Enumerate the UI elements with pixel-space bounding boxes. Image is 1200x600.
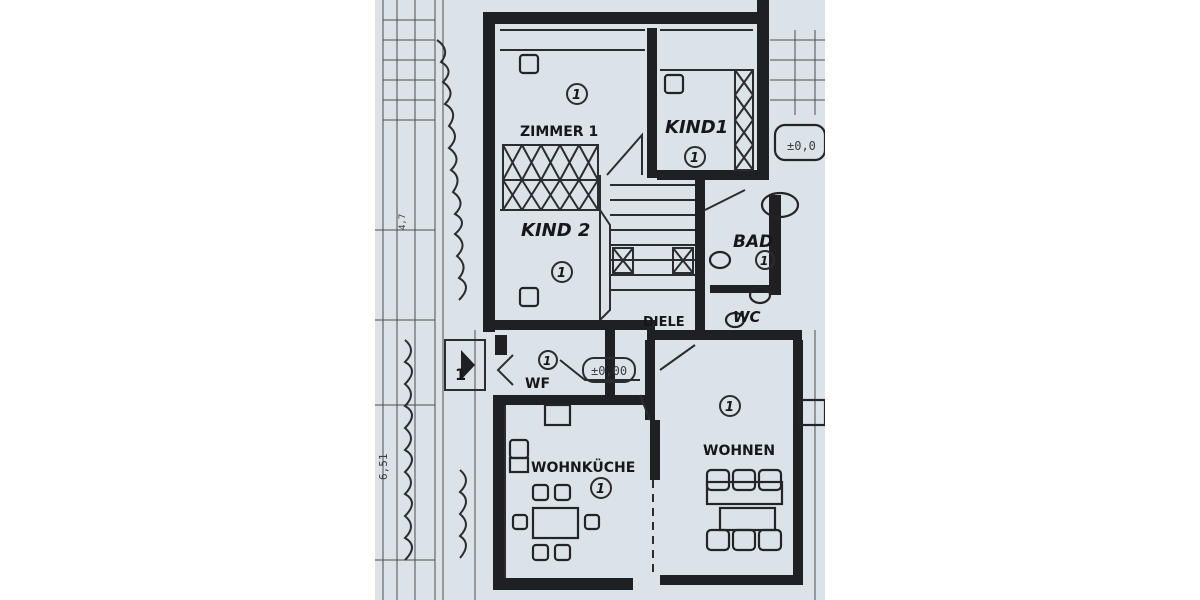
level-marker-mid-box (582, 357, 636, 383)
exterior-right (770, 30, 825, 600)
room-label-diele: DIELE (643, 315, 685, 330)
walls (483, 0, 803, 590)
level-marker-top: ±0,0 (787, 139, 816, 153)
room-label-wc: WC (733, 308, 761, 326)
wardrobes (502, 69, 754, 274)
room-label-bad: BAD (733, 232, 773, 252)
dimension-left: 6,51 (377, 454, 390, 481)
room-label-kind1: KIND1 (665, 117, 728, 138)
room-number-zimmer1: 1 (572, 88, 581, 103)
room-numbers: 1 1 1 1 1 1 1 (538, 83, 775, 499)
furniture (508, 53, 825, 562)
stair-number: 1 (455, 365, 466, 384)
room-label-wohnen: WOHNEN (703, 443, 775, 459)
room-number-kind2: 1 (557, 266, 566, 281)
room-number-kind1: 1 (690, 151, 699, 166)
room-number-wohnkueche: 1 (596, 482, 605, 497)
stair-arrow (461, 350, 475, 380)
floor-plan-photo: 1 4,7 6,51 (375, 0, 825, 600)
floor-plan-drawing: 1 4,7 6,51 (375, 0, 825, 600)
room-label-zimmer1: ZIMMER 1 (520, 124, 598, 140)
exterior-left: 1 4,7 6,51 (375, 0, 486, 600)
room-number-wohnen: 1 (725, 400, 734, 415)
room-number-wf: 1 (543, 354, 551, 368)
level-marker-mid: ±0,00 (591, 364, 627, 378)
room-label-wf: WF (525, 376, 550, 392)
room-label-wohnkueche: WOHNKÜCHE (531, 458, 635, 476)
room-label-kind2: KIND 2 (521, 220, 590, 241)
dimension-top-left: 4,7 (398, 214, 408, 230)
room-number-bad: 1 (760, 254, 768, 268)
